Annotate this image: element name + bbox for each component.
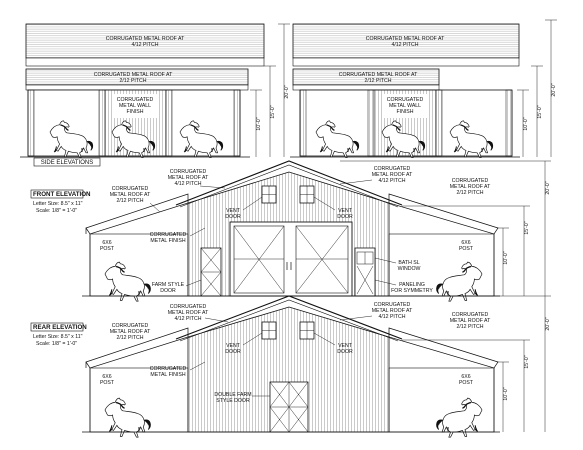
roof-right-low-3: 2/12 PITCH — [456, 324, 483, 330]
wall-label-1: CORRUGATED — [387, 97, 424, 103]
roof-right-low-1: CORRUGATED — [452, 312, 489, 318]
vent-right-2: DOOR — [337, 349, 353, 355]
upper-roof-label-2: 4/12 PITCH — [131, 42, 158, 48]
roof-center-left-3: 4/12 PITCH — [174, 316, 201, 322]
upper-roof-label-2: 4/12 PITCH — [391, 42, 418, 48]
roof-left-low-3: 2/12 PITCH — [116, 198, 143, 204]
dim-10ft: 10'-0" — [503, 251, 509, 264]
dim-20ft: 20'-0" — [545, 317, 551, 330]
double-door-2: STYLE DOOR — [216, 398, 250, 404]
front-elevation: FRONT ELEVATION Letter Size: 8.5" x 11" … — [30, 160, 551, 302]
roof-center-left-1: CORRUGATED — [170, 169, 207, 175]
roof-center-right-2: METAL ROOF AT — [372, 308, 413, 314]
vent-right-2: DOOR — [337, 214, 353, 220]
lower-roof-label-1: CORRUGATED METAL ROOF AT — [94, 72, 173, 78]
roof-center-left-3: 4/12 PITCH — [174, 181, 201, 187]
post-left-1: 6X6 — [102, 374, 111, 380]
dim-20ft: 20'-0" — [284, 85, 290, 98]
dim-15ft: 15'-0" — [524, 221, 530, 234]
post-right-2: POST — [459, 380, 474, 386]
dim-15ft: 15'-0" — [270, 105, 276, 118]
lower-roof-label-2: 2/12 PITCH — [119, 78, 146, 84]
post-left-2: POST — [100, 246, 115, 252]
wall-label-3: FINISH — [126, 109, 143, 115]
roof-left-low-2: METAL ROOF AT — [110, 329, 151, 335]
vent-right-1: VENT — [338, 343, 353, 349]
vent-left-2: DOOR — [225, 349, 241, 355]
dim-10ft: 10'-0" — [503, 387, 509, 400]
lower-roof-label-1: CORRUGATED METAL ROOF AT — [339, 72, 418, 78]
roof-right-low-1: CORRUGATED — [452, 178, 489, 184]
scale: Scale: 1/8" = 1'-0" — [36, 208, 77, 214]
wall-label-2: METAL WALL — [389, 103, 421, 109]
roof-center-right-3: 4/12 PITCH — [378, 178, 405, 184]
post-right-1: 6X6 — [461, 240, 470, 246]
side-elevation-right: CORRUGATED METAL ROOF AT 4/12 PITCH CORR… — [290, 19, 557, 159]
post-right-2: POST — [459, 246, 474, 252]
dim-20ft: 20'-0" — [551, 83, 557, 96]
dim-15ft: 15'-0" — [537, 105, 543, 118]
front-elevation-title: FRONT ELEVATION — [33, 191, 91, 198]
upper-roof-label-1: CORRUGATED METAL ROOF AT — [366, 36, 445, 42]
paneling-1: PANELING — [399, 282, 425, 288]
roof-center-right-3: 4/12 PITCH — [378, 314, 405, 320]
side-elevation-left: CORRUGATED METAL ROOF AT 4/12 PITCH CORR… — [20, 23, 290, 159]
vent-left-1: VENT — [226, 343, 241, 349]
letter-size: Letter Size: 8.5" x 11" — [33, 201, 83, 207]
roof-left-low-2: METAL ROOF AT — [110, 192, 151, 198]
upper-roof-label-1: CORRUGATED METAL ROOF AT — [106, 36, 185, 42]
paneling-2: FOR SYMMETRY — [391, 288, 433, 294]
double-door-1: DOUBLE FARM — [214, 392, 251, 398]
dim-20ft: 20'-0" — [545, 181, 551, 194]
metal-finish-1: CORRUGATED — [150, 366, 187, 372]
roof-right-low-2: METAL ROOF AT — [450, 318, 491, 324]
metal-finish-2: METAL FINISH — [150, 238, 185, 244]
roof-left-low-3: 2/12 PITCH — [116, 335, 143, 341]
metal-finish-1: CORRUGATED — [150, 232, 187, 238]
metal-finish-2: METAL FINISH — [150, 372, 185, 378]
farm-door-2: DOOR — [160, 288, 176, 294]
roof-fascia — [25, 57, 265, 67]
side-elevations-caption-box — [33, 157, 101, 167]
vent-right-1: VENT — [338, 208, 353, 214]
upper-roof-panel — [25, 23, 265, 59]
side-elevations-caption: SIDE ELEVATIONS — [41, 160, 93, 166]
wall-label-1: CORRUGATED — [117, 97, 154, 103]
rear-elevation: REAR ELEVATION Letter Size: 8.5" x 11" S… — [30, 295, 551, 438]
roof-center-left-2: METAL ROOF AT — [168, 175, 209, 181]
post-left-1: 6X6 — [102, 240, 111, 246]
roof-right-low-2: METAL ROOF AT — [450, 184, 491, 190]
post-left-2: POST — [100, 380, 115, 386]
roof-left-low-1: CORRUGATED — [112, 323, 149, 329]
bath-window-2: WINDOW — [398, 266, 421, 272]
roof-center-right-2: METAL ROOF AT — [372, 172, 413, 178]
vent-left-1: VENT — [226, 208, 241, 214]
letter-size: Letter Size: 8.5" x 11" — [33, 334, 83, 340]
wall-label-2: METAL WALL — [119, 103, 151, 109]
post-right-1: 6X6 — [461, 374, 470, 380]
rear-elevation-title: REAR ELEVATION — [33, 324, 87, 331]
roof-left-low-1: CORRUGATED — [112, 186, 149, 192]
roof-center-right-1: CORRUGATED — [374, 302, 411, 308]
wall-label-3: FINISH — [396, 109, 413, 115]
farm-door-1: FARM STYLE — [152, 282, 185, 288]
lower-roof-label-2: 2/12 PITCH — [364, 78, 391, 84]
roof-center-left-1: CORRUGATED — [170, 304, 207, 310]
scale: Scale: 1/8" = 1'-0" — [36, 341, 77, 347]
roof-right-low-3: 2/12 PITCH — [456, 190, 483, 196]
bath-window-1: BATH SL — [398, 260, 419, 266]
dim-10ft: 10'-0" — [523, 117, 529, 130]
dim-15ft: 15'-0" — [524, 355, 530, 368]
vent-left-2: DOOR — [225, 214, 241, 220]
roof-center-right-1: CORRUGATED — [374, 166, 411, 172]
dim-10ft: 10'-0" — [256, 117, 262, 130]
roof-center-left-2: METAL ROOF AT — [168, 310, 209, 316]
